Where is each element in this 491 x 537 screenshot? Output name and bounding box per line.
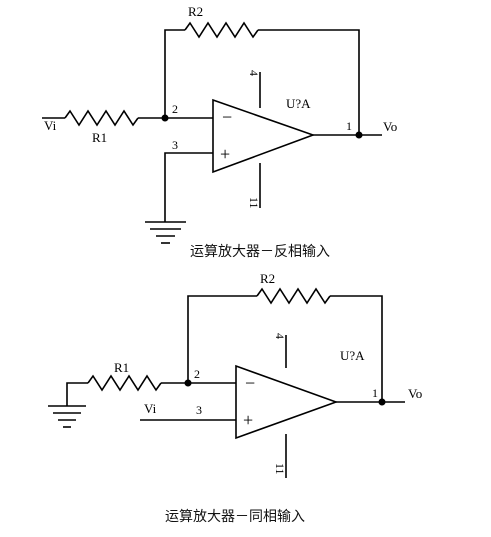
inv-caption: 运算放大器－反相输入 — [190, 244, 330, 260]
noninv-feedback-wire — [187, 295, 257, 383]
noninv-output-junction-dot — [378, 398, 386, 406]
inv-opamp-triangle — [212, 98, 316, 174]
noninv-feedback-return-wire — [330, 295, 383, 402]
inv-noninv-wire — [164, 152, 213, 222]
inv-feedback-return-wire — [258, 29, 360, 135]
inv-minus-sign: − — [222, 107, 232, 127]
inv-output-junction-dot — [355, 131, 363, 139]
noninverting-amplifier-circuit: − + Vi R1 R2 U?A Vo 2 3 1 4 11 运算放大器－同相输… — [48, 271, 422, 525]
noninv-opamp-label: U?A — [340, 348, 365, 363]
noninv-input-label: Vi — [144, 401, 157, 416]
inv-input-label: Vi — [44, 118, 57, 133]
noninv-r2-label: R2 — [260, 271, 275, 286]
noninv-ground-wire — [66, 382, 88, 406]
inv-r2-label: R2 — [188, 4, 203, 19]
inv-plus-sign: + — [220, 144, 230, 164]
noninv-resistor-r2 — [256, 287, 331, 305]
inv-pin-vminus: 11 — [247, 197, 261, 209]
inv-pin-noninv: 3 — [172, 138, 178, 152]
noninv-resistor-r1 — [87, 374, 162, 392]
inv-r1-label: R1 — [92, 130, 107, 145]
noninv-minus-sign: − — [245, 373, 255, 393]
inv-pin-out: 1 — [346, 119, 352, 133]
inv-opamp-label: U?A — [286, 96, 311, 111]
noninv-opamp-triangle — [235, 364, 339, 440]
noninv-ground-symbol — [48, 405, 86, 428]
inv-feedback-wire — [164, 29, 185, 118]
inv-output-label: Vo — [383, 119, 397, 134]
inv-pin-inv: 2 — [172, 102, 178, 116]
noninv-r1-label: R1 — [114, 360, 129, 375]
inv-ground-symbol — [145, 221, 186, 244]
noninv-caption: 运算放大器－同相输入 — [165, 509, 305, 525]
noninv-pin-inv: 2 — [194, 367, 200, 381]
noninv-plus-sign: + — [243, 410, 253, 430]
noninv-pin-noninv: 3 — [196, 403, 202, 417]
noninv-pin-vplus: 4 — [273, 333, 287, 339]
inv-resistor-r2 — [184, 21, 259, 39]
noninv-pin-vminus: 11 — [273, 463, 287, 475]
noninv-pin-out: 1 — [372, 386, 378, 400]
inv-resistor-r1 — [64, 109, 139, 127]
inv-pin-vplus: 4 — [247, 70, 261, 76]
inverting-amplifier-circuit: − + Vi R1 R2 U?A Vo 2 3 1 4 11 运算放大器－反相输… — [42, 4, 397, 260]
noninv-output-label: Vo — [408, 386, 422, 401]
